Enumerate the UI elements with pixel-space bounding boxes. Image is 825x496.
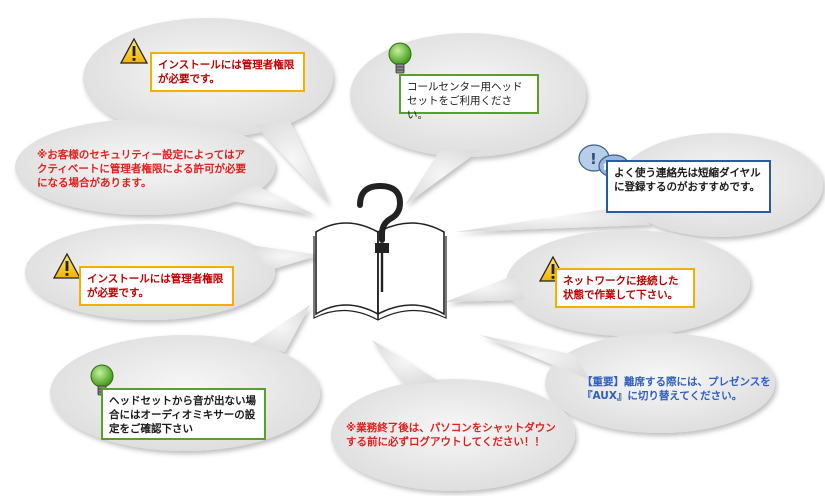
bubble-headset-callcenter: コールセンター用ヘッドセットをご利用ください。: [399, 74, 539, 121]
bubble-headset-callcenter-shape: [350, 33, 586, 205]
bubble-security: ※お客様のセキュリティー設定によってはアクティベートに管理者権限による許可が必要…: [37, 148, 252, 190]
bubble-logout-text: ※業務終了後は、パソコンをシャットダウンする前に必ずログアウトしてください！！: [346, 422, 556, 448]
bubble-security-shape: [15, 119, 315, 215]
bubble-speed-dial: よく使う連絡先は短縮ダイヤルに登録するのがおすすめです。: [606, 160, 771, 213]
bubble-admin-left: インストールには管理者権限が必要です。: [79, 266, 234, 306]
open-book-question-icon: [313, 182, 447, 321]
bubble-headset-sound: ヘッドセットから音が出ない場合にはオーディオミキサーの設定をご確認下さい: [101, 388, 266, 440]
bubble-admin-top: インストールには管理者権限が必要です。: [150, 52, 305, 92]
bubble-headset-sound-text: ヘッドセットから音が出ない場合にはオーディオミキサーの設定をご確認下さい: [109, 395, 256, 435]
bubble-network: ネットワークに接続した状態で作業して下さい。: [555, 268, 695, 308]
bubble-speed-dial-text: よく使う連絡先は短縮ダイヤルに登録するのがおすすめです。: [614, 167, 761, 193]
svg-text:!: !: [590, 150, 597, 168]
bubble-headset-callcenter-text: コールセンター用ヘッドセットをご利用ください。: [407, 81, 523, 121]
warning-triangle-icon: [119, 37, 149, 64]
bubble-admin-left-text: インストールには管理者権限が必要です。: [87, 273, 224, 299]
bubble-security-text: ※お客様のセキュリティー設定によってはアクティベートに管理者権限による許可が必要…: [37, 149, 247, 189]
light-bulb-icon: [388, 42, 412, 74]
bubble-logout: ※業務終了後は、パソコンをシャットダウンする前に必ずログアウトしてください！！: [346, 421, 558, 449]
bubble-admin-top-text: インストールには管理者権限が必要です。: [158, 59, 295, 85]
bubble-logout-shape: [331, 340, 575, 491]
warning-triangle-icon: [52, 252, 82, 279]
bubble-presence: 【重要】離席する際には、プレゼンスを『AUX』に切り替えてください。: [582, 375, 787, 403]
bubble-presence-text: 【重要】離席する際には、プレゼンスを『AUX』に切り替えてください。: [582, 376, 771, 402]
bubble-network-text: ネットワークに接続した状態で作業して下さい。: [563, 275, 679, 301]
bubble-presence-shape: [480, 333, 775, 433]
